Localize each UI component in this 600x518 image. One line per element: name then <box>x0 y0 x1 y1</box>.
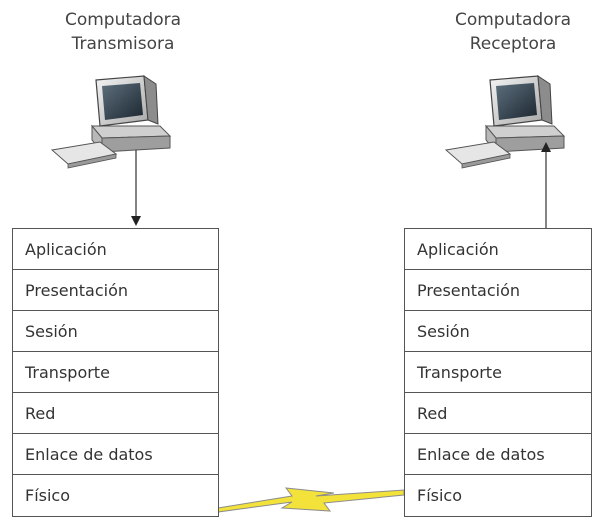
down-arrow-icon <box>131 150 141 226</box>
layer-session: Sesión <box>13 311 218 352</box>
transmitter-title-line1: Computadora <box>64 10 182 30</box>
transmitter-label: Computadora Transmisora <box>28 8 218 56</box>
layer-physical: Físico <box>417 486 463 505</box>
receiver-label: Computadora Receptora <box>418 8 600 56</box>
layer-presentation: Presentación <box>13 270 218 311</box>
layer-transport: Transporte <box>405 352 591 393</box>
lightning-bolt-icon <box>217 487 405 513</box>
receiver-osi-stack: Aplicación Presentación Sesión Transport… <box>404 228 592 517</box>
layer-data-link: Enlace de datos <box>13 434 218 475</box>
layer-transport: Transporte <box>13 352 218 393</box>
transmitter-computer-icon <box>50 75 172 169</box>
layer-presentation: Presentación <box>405 270 591 311</box>
layer-application: Aplicación <box>13 229 218 270</box>
layer-application: Aplicación <box>405 229 591 270</box>
up-arrow-icon <box>541 142 551 228</box>
layer-network: Red <box>405 393 591 434</box>
layer-network: Red <box>13 393 218 434</box>
receiver-title-line2: Receptora <box>469 34 557 54</box>
layer-session: Sesión <box>405 311 591 352</box>
transmitter-osi-stack: Aplicación Presentación Sesión Transport… <box>12 228 219 517</box>
layer-physical: Físico <box>25 486 71 505</box>
transmitter-title-line2: Transmisora <box>71 34 175 54</box>
layer-data-link: Enlace de datos <box>405 434 591 475</box>
receiver-title-line1: Computadora <box>454 10 572 30</box>
